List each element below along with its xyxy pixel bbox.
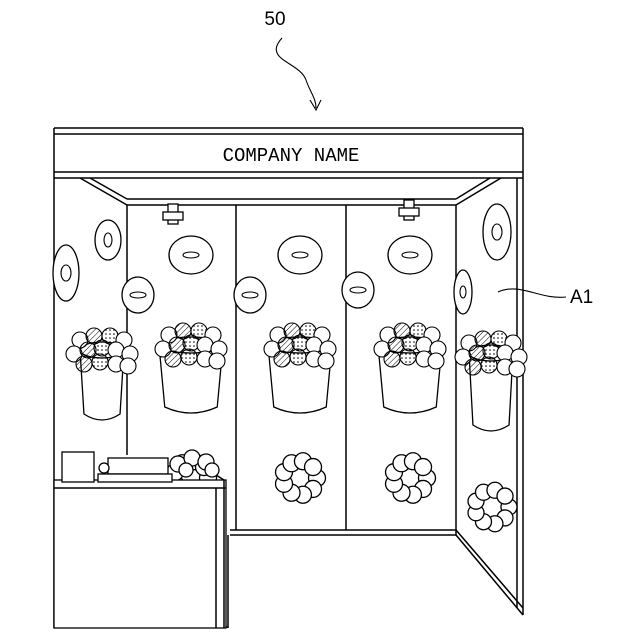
donut-icon: [234, 277, 266, 313]
donut-icon: [95, 220, 121, 260]
reference-arrow: [276, 38, 316, 108]
ball-donut-icon: [276, 453, 326, 503]
area-label: A1: [570, 287, 593, 308]
donut-bucket-icon: [264, 323, 336, 413]
donut-bucket-icon: [374, 323, 446, 413]
donut-bucket-icon: [155, 323, 227, 413]
area-leader: [498, 289, 566, 297]
clip-icon: [163, 204, 183, 224]
cash-register-icon: [62, 452, 172, 482]
donut-bucket-icon: [455, 331, 527, 431]
clip-icon: [399, 200, 419, 220]
floor-edges: [228, 530, 523, 628]
donut-icon: [278, 236, 322, 274]
donut-icon: [122, 277, 154, 313]
counter: [54, 475, 226, 628]
company-name-sign: COMPANY NAME: [223, 145, 360, 167]
donut-icon: [454, 270, 472, 314]
donut-icon: [53, 245, 79, 301]
ceiling-edges: [80, 178, 501, 205]
donut-icon: [342, 272, 374, 308]
ball-donut-icon: [386, 453, 436, 503]
donut-icon: [388, 236, 432, 274]
donut-icon: [169, 236, 213, 274]
donut-icon: [483, 204, 511, 260]
ball-donut-icon: [468, 482, 517, 531]
reference-number: 50: [264, 9, 285, 30]
